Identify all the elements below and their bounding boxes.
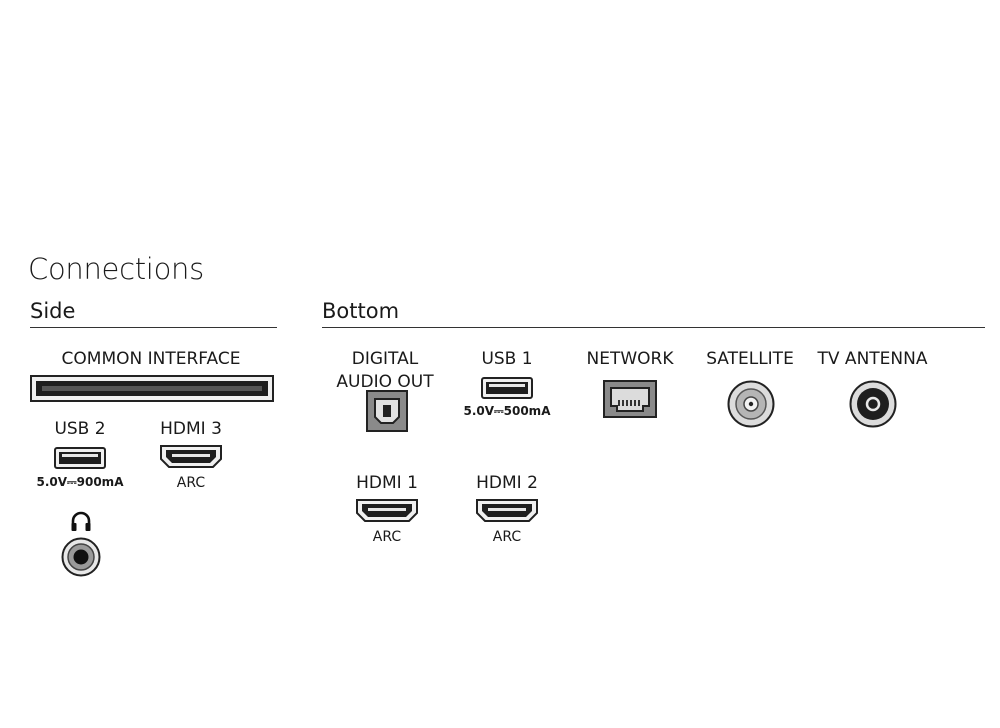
satellite-label: SATELLITE [706,349,794,369]
digital-audio-out-label-line2: AUDIO OUT [336,372,434,392]
optical-port-icon [366,390,408,432]
side-divider [30,327,277,328]
headphones-icon [71,511,91,531]
ethernet-port-icon [603,380,657,418]
hdmi1-port-icon [356,499,418,522]
bottom-divider [322,327,985,328]
hdmi2-port-icon [476,499,538,522]
hdmi2-label: HDMI 2 [476,473,538,493]
usb1-port-icon [481,377,533,399]
headphone-jack-icon [61,537,101,577]
usb2-spec: 5.0V⎓900mA [36,475,124,489]
common-interface-slot-icon [30,375,274,402]
hdmi3-arc-label: ARC [176,475,206,491]
hdmi3-label: HDMI 3 [160,419,222,439]
side-section-title: Side [30,299,76,323]
hdmi3-port-icon [160,445,222,468]
tv-antenna-label: TV ANTENNA [817,349,928,369]
satellite-connector-icon [727,380,775,428]
common-interface-label: COMMON INTERFACE [61,349,241,369]
usb2-port-icon [54,447,106,469]
hdmi1-label: HDMI 1 [356,473,418,493]
usb2-label: USB 2 [54,419,106,439]
hdmi1-arc-label: ARC [372,529,402,545]
usb1-label: USB 1 [481,349,533,369]
hdmi2-arc-label: ARC [492,529,522,545]
bottom-section-title: Bottom [322,299,400,323]
usb1-spec: 5.0V⎓500mA [463,404,551,418]
digital-audio-out-label-line1: DIGITAL [351,349,419,369]
tv-antenna-connector-icon [849,380,897,428]
page-title: Connections [28,252,204,286]
network-label: NETWORK [586,349,674,369]
